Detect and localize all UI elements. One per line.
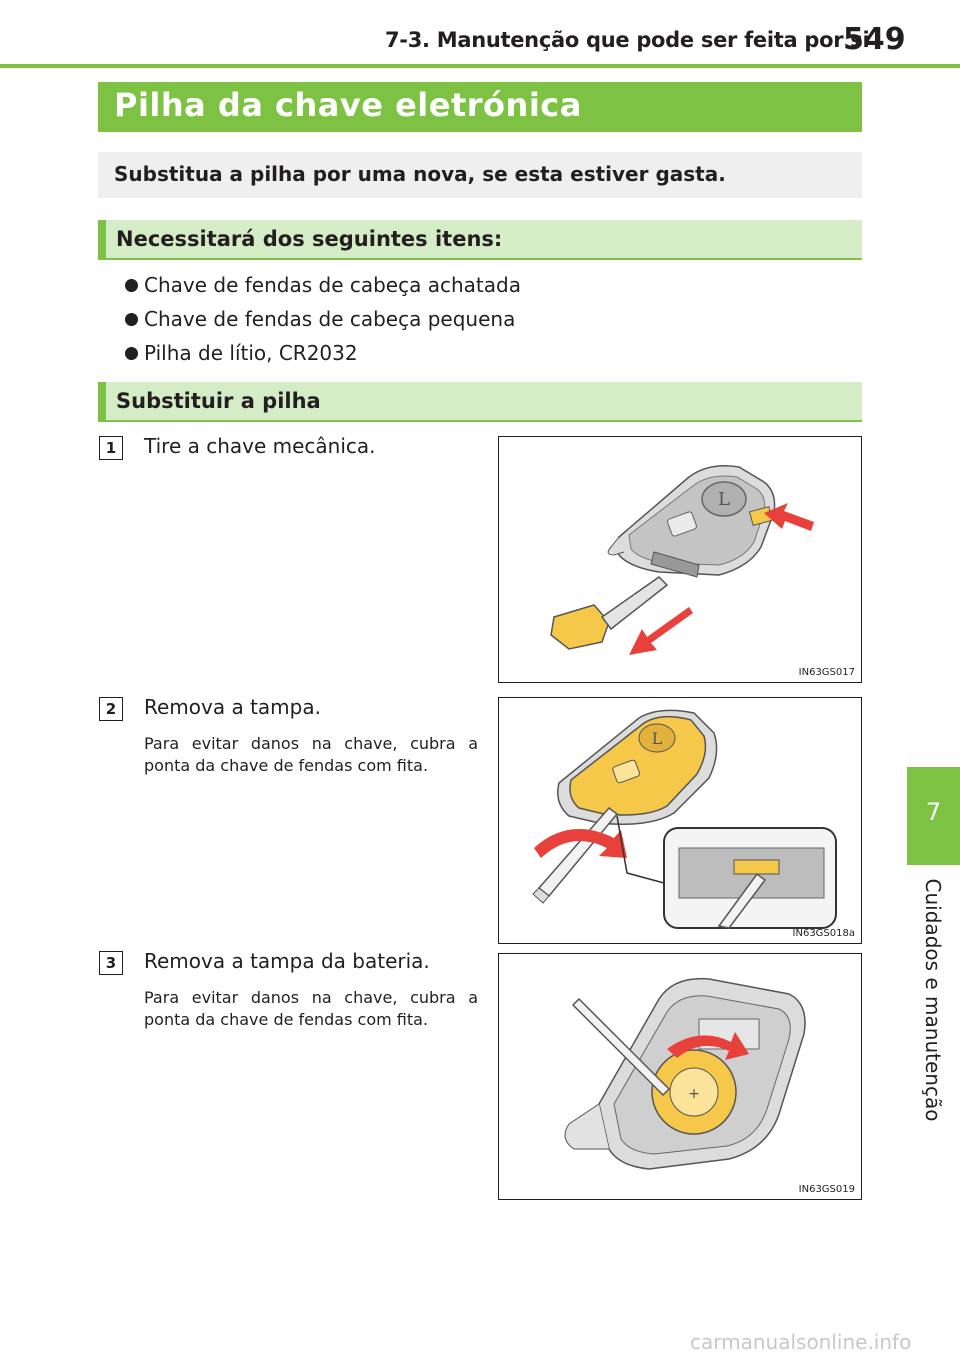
list-item: Pilha de lítio, CR2032 bbox=[144, 341, 358, 365]
footer-watermark: carmanualsonline.info bbox=[690, 1330, 912, 1354]
step-number: 1 bbox=[99, 436, 123, 460]
step-note: Para evitar danos na chave, cubra a pont… bbox=[144, 988, 478, 1029]
replace-heading: Substituir a pilha bbox=[116, 389, 321, 413]
cover-removal-illustration: L bbox=[532, 709, 837, 929]
step-number: 2 bbox=[99, 697, 123, 721]
items-heading-accent bbox=[98, 220, 106, 260]
header-rule bbox=[0, 64, 960, 68]
figure-remove-key: L IN63GS017 bbox=[498, 436, 862, 683]
figure-remove-cover: L IN63GS018a bbox=[498, 697, 862, 944]
step-text: Tire a chave mecânica. bbox=[144, 434, 376, 458]
figure-remove-battery-cover: + IN63GS019 bbox=[498, 953, 862, 1200]
page-number: 549 bbox=[843, 22, 906, 57]
section-header: 7-3. Manutenção que pode ser feita por s… bbox=[385, 28, 870, 52]
chapter-tab bbox=[907, 767, 960, 865]
page-title: Pilha da chave eletrónica bbox=[114, 86, 582, 124]
battery-cover-illustration: + bbox=[564, 977, 806, 1170]
svg-text:+: + bbox=[688, 1086, 700, 1102]
items-heading-bar bbox=[98, 220, 862, 260]
figure-code: IN63GS019 bbox=[798, 1184, 855, 1195]
replace-heading-bar bbox=[98, 382, 862, 422]
svg-text:L: L bbox=[652, 729, 663, 748]
figure-code: IN63GS018a bbox=[792, 928, 855, 939]
chapter-number: 7 bbox=[925, 798, 942, 826]
step-note: Para evitar danos na chave, cubra a pont… bbox=[144, 734, 478, 775]
intro-box bbox=[98, 152, 862, 198]
step-number: 3 bbox=[99, 951, 123, 975]
list-item: Chave de fendas de cabeça achatada bbox=[144, 273, 521, 297]
step-text: Remova a tampa. bbox=[144, 695, 321, 719]
list-item: Chave de fendas de cabeça pequena bbox=[144, 307, 516, 331]
key-fob-illustration: L bbox=[550, 465, 814, 655]
bullet-icon bbox=[125, 279, 138, 292]
intro-text: Substitua a pilha por uma nova, se esta … bbox=[114, 162, 726, 186]
bullet-icon bbox=[125, 347, 138, 360]
title-bar bbox=[98, 82, 862, 132]
step-text: Remova a tampa da bateria. bbox=[144, 949, 430, 973]
bullet-icon bbox=[125, 313, 138, 326]
replace-heading-accent bbox=[98, 382, 106, 422]
figure-code: IN63GS017 bbox=[798, 667, 855, 678]
items-heading: Necessitará dos seguintes itens: bbox=[116, 227, 503, 251]
svg-text:L: L bbox=[718, 489, 730, 510]
chapter-label: Cuidados e manutenção bbox=[921, 878, 945, 1122]
